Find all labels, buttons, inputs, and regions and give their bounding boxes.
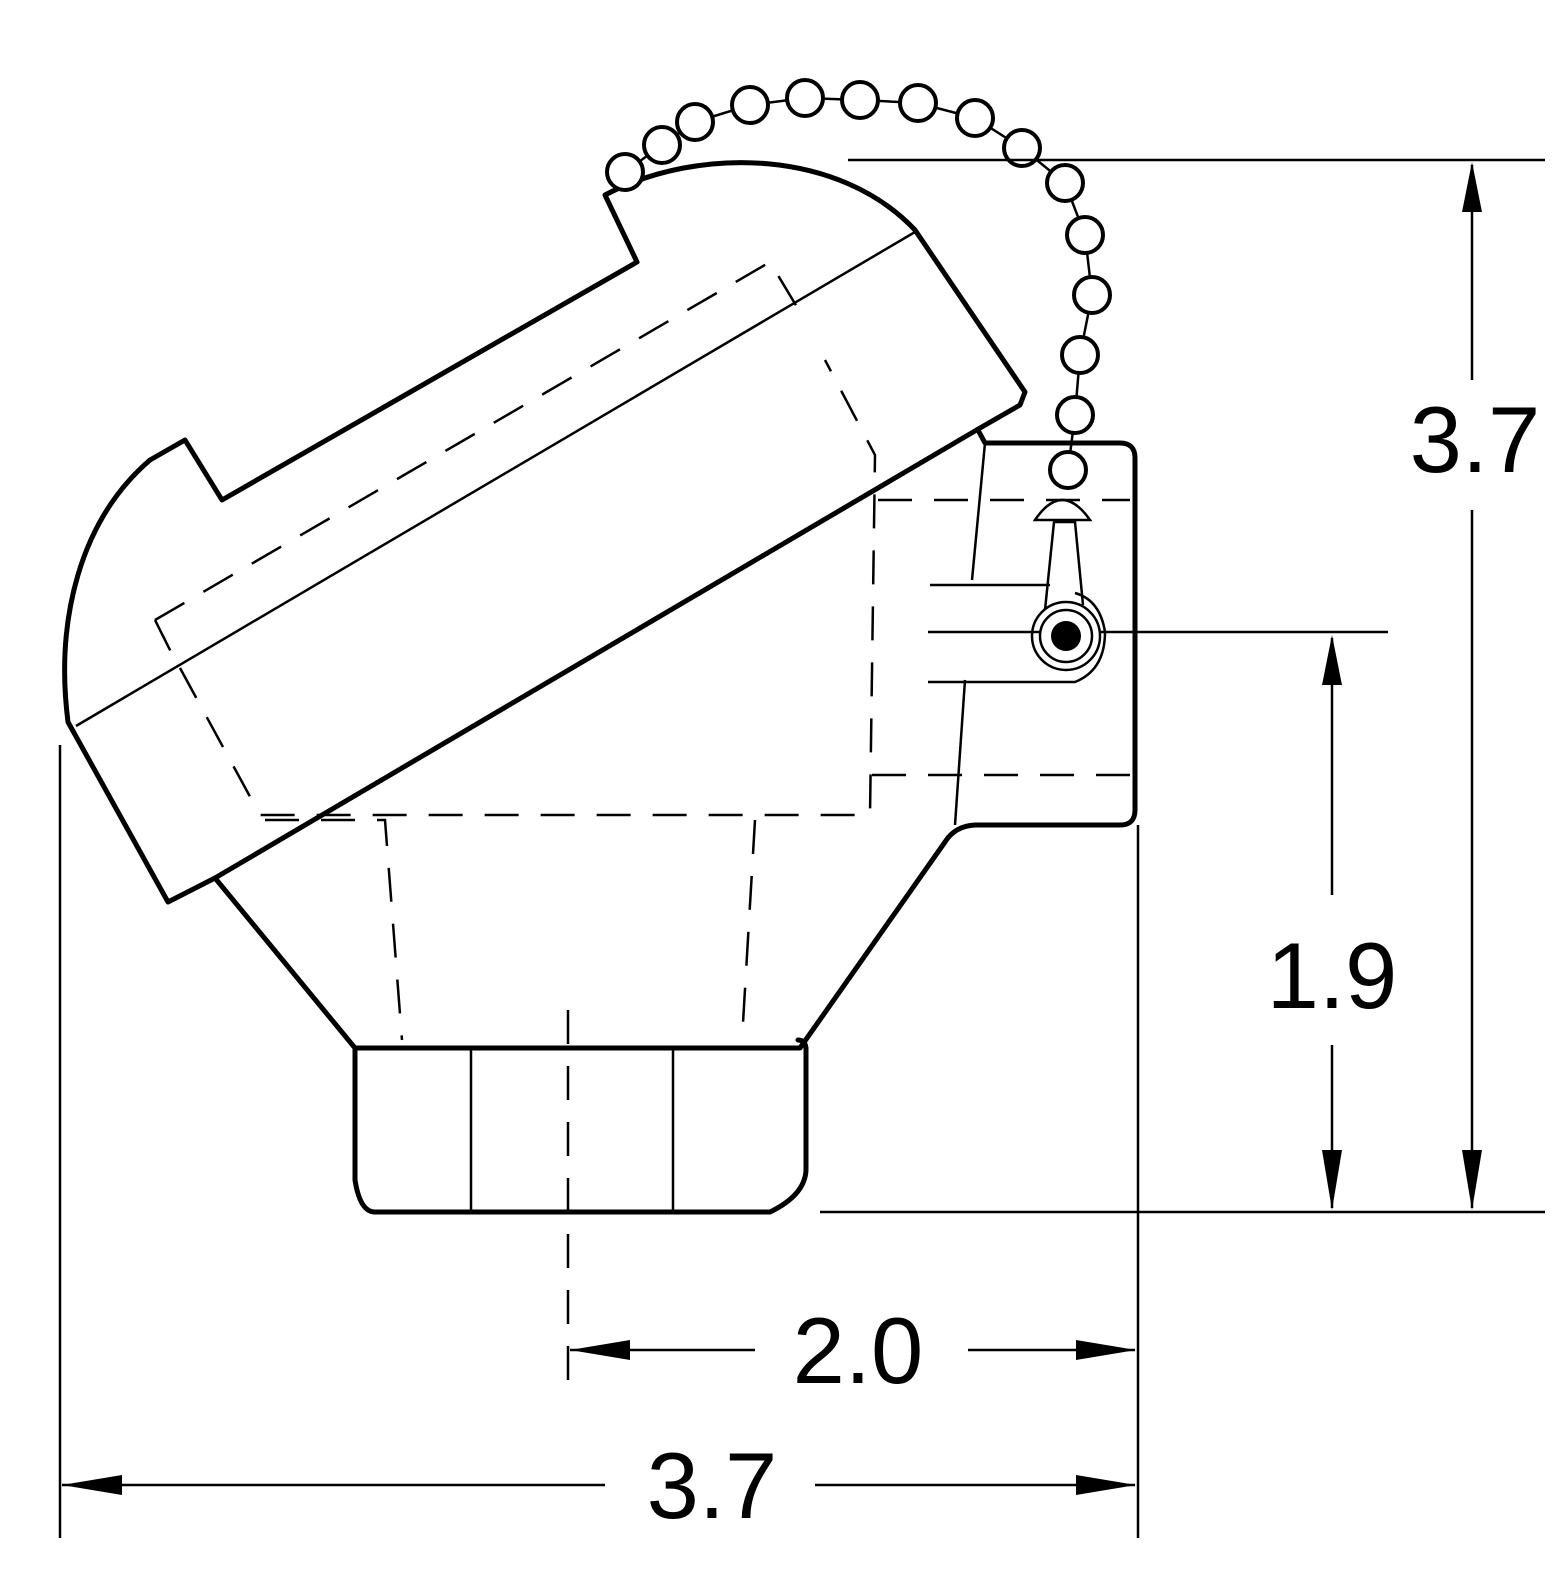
chain-ball (898, 83, 938, 123)
chain-ball (1045, 163, 1085, 203)
chain-ball (1065, 215, 1105, 255)
chain-ball (1048, 450, 1088, 490)
cap-outline (62, 160, 1028, 905)
dimension-conduit-height: 1.9 (1267, 923, 1398, 1028)
dimension-overall-height: 3.7 (1410, 387, 1541, 492)
chain-ball (785, 78, 825, 118)
ball-chain (605, 78, 1112, 490)
chain-ball (955, 98, 995, 138)
chain-ball (1060, 335, 1100, 375)
nut-flat-lines (469, 1050, 675, 1210)
chain-ball (1072, 275, 1112, 315)
chain-ball (675, 102, 715, 142)
chain-ball (1055, 395, 1095, 435)
chain-ball (730, 85, 770, 125)
dimension-center-to-side: 2.0 (793, 1298, 924, 1403)
body-outline (212, 427, 1138, 1051)
chain-ball (605, 152, 645, 192)
cap-seam-line (75, 230, 916, 728)
arrowheads (62, 162, 1482, 1495)
chain-ball (840, 80, 880, 120)
hidden-lines (153, 260, 1130, 1395)
dimension-overall-width: 3.7 (647, 1433, 778, 1538)
conduit-side-line (953, 442, 987, 826)
chain-ball (642, 125, 682, 165)
chain-ball (1002, 128, 1042, 168)
chain-pin (928, 498, 1107, 684)
hex-nut (352, 1037, 809, 1215)
